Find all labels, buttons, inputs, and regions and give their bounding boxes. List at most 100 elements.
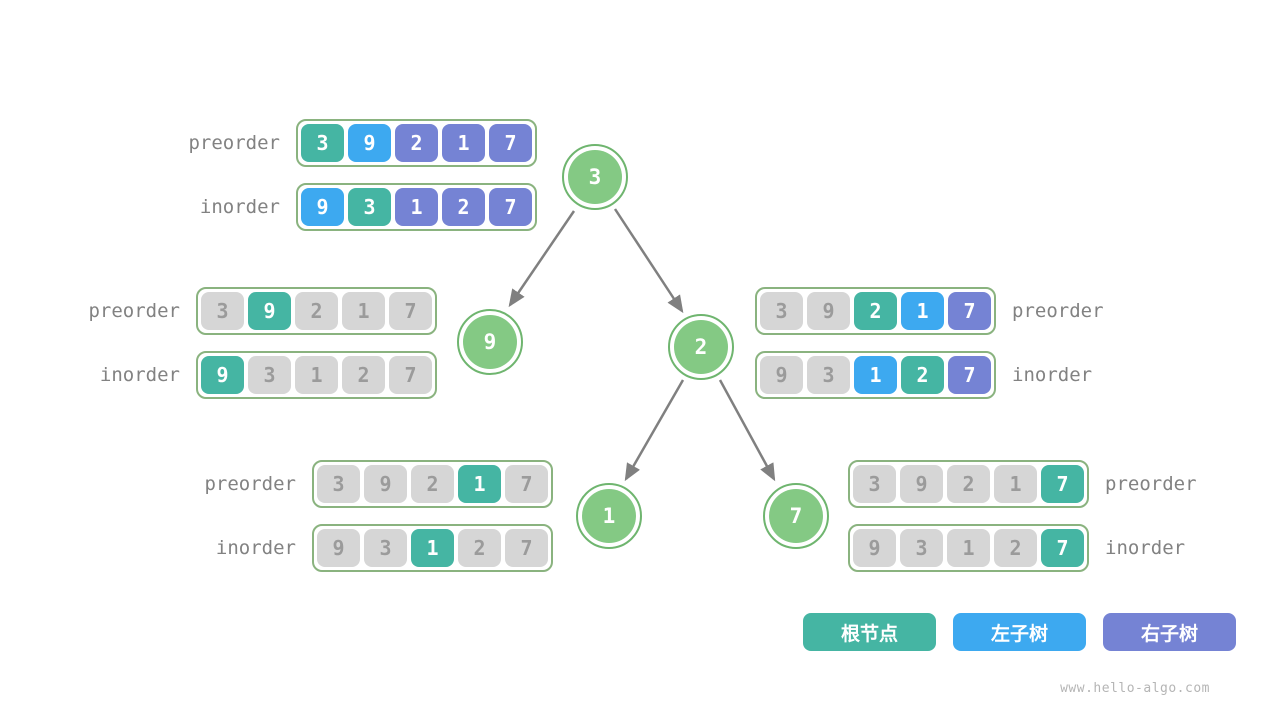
array-cell: 7 bbox=[1041, 465, 1084, 503]
array-cell: 2 bbox=[458, 529, 501, 567]
array-cell: 7 bbox=[1041, 529, 1084, 567]
array-cell: 3 bbox=[201, 292, 244, 330]
array-cell: 7 bbox=[505, 529, 548, 567]
array-cell: 1 bbox=[994, 465, 1037, 503]
tree-node-1: 1 bbox=[576, 483, 642, 549]
array-cell: 3 bbox=[248, 356, 291, 394]
array-cell: 9 bbox=[853, 529, 896, 567]
array-cell: 7 bbox=[489, 188, 532, 226]
array-cell: 7 bbox=[389, 356, 432, 394]
preorder-label: preorder bbox=[88, 300, 180, 322]
array-cell: 3 bbox=[301, 124, 344, 162]
array-cell: 1 bbox=[395, 188, 438, 226]
array-cell: 2 bbox=[442, 188, 485, 226]
edge-3-to-9 bbox=[508, 210, 576, 308]
legend-root-node: 根节点 bbox=[803, 613, 936, 651]
inorder-label: inorder bbox=[1105, 537, 1186, 559]
array-cell: 1 bbox=[295, 356, 338, 394]
preorder-label: preorder bbox=[188, 132, 280, 154]
array-cell: 3 bbox=[760, 292, 803, 330]
array-cell: 9 bbox=[201, 356, 244, 394]
array-cell: 1 bbox=[411, 529, 454, 567]
array-cell: 2 bbox=[901, 356, 944, 394]
array-cell: 9 bbox=[900, 465, 943, 503]
tree-node-value: 9 bbox=[463, 315, 517, 369]
array-cell: 2 bbox=[994, 529, 1037, 567]
preorder-label: preorder bbox=[1105, 473, 1197, 495]
array-cell: 1 bbox=[442, 124, 485, 162]
array-cell: 9 bbox=[248, 292, 291, 330]
array-cell: 7 bbox=[948, 356, 991, 394]
tree-node-value: 2 bbox=[674, 320, 728, 374]
edge-2-to-1 bbox=[624, 379, 685, 482]
array-cell: 9 bbox=[317, 529, 360, 567]
array-cell: 7 bbox=[505, 465, 548, 503]
array-cell: 2 bbox=[947, 465, 990, 503]
array-cell: 1 bbox=[342, 292, 385, 330]
array-cell: 2 bbox=[854, 292, 897, 330]
inorder-label: inorder bbox=[199, 196, 280, 218]
inorder-label: inorder bbox=[1012, 364, 1093, 386]
watermark: www.hello-algo.com bbox=[1060, 681, 1210, 696]
array-cell: 3 bbox=[807, 356, 850, 394]
array-cell: 9 bbox=[364, 465, 407, 503]
legend-left-subtree: 左子树 bbox=[953, 613, 1086, 651]
array-cell: 1 bbox=[854, 356, 897, 394]
array-cell: 2 bbox=[342, 356, 385, 394]
array-cell: 7 bbox=[489, 124, 532, 162]
array-cell: 3 bbox=[853, 465, 896, 503]
array-cell: 7 bbox=[389, 292, 432, 330]
legend-right-subtree: 右子树 bbox=[1103, 613, 1236, 651]
tree-node-value: 3 bbox=[568, 150, 622, 204]
array-cell: 3 bbox=[348, 188, 391, 226]
array-cell: 1 bbox=[947, 529, 990, 567]
array-cell: 7 bbox=[948, 292, 991, 330]
array-cell: 9 bbox=[348, 124, 391, 162]
preorder-label: preorder bbox=[1012, 300, 1104, 322]
array-cell: 2 bbox=[395, 124, 438, 162]
array-cell: 3 bbox=[364, 529, 407, 567]
edge-2-to-7 bbox=[718, 379, 776, 482]
array-cell: 3 bbox=[317, 465, 360, 503]
array-cell: 9 bbox=[301, 188, 344, 226]
array-cell: 9 bbox=[760, 356, 803, 394]
tree-node-value: 7 bbox=[769, 489, 823, 543]
tree-node-value: 1 bbox=[582, 489, 636, 543]
tree-node-2: 2 bbox=[668, 314, 734, 380]
legend: 根节点 左子树 右子树 bbox=[803, 613, 1236, 651]
array-cell: 1 bbox=[901, 292, 944, 330]
tree-node-3: 3 bbox=[562, 144, 628, 210]
array-cell: 2 bbox=[411, 465, 454, 503]
array-cell: 9 bbox=[807, 292, 850, 330]
array-cell: 2 bbox=[295, 292, 338, 330]
inorder-label: inorder bbox=[99, 364, 180, 386]
edge-3-to-2 bbox=[613, 208, 684, 314]
preorder-label: preorder bbox=[204, 473, 296, 495]
